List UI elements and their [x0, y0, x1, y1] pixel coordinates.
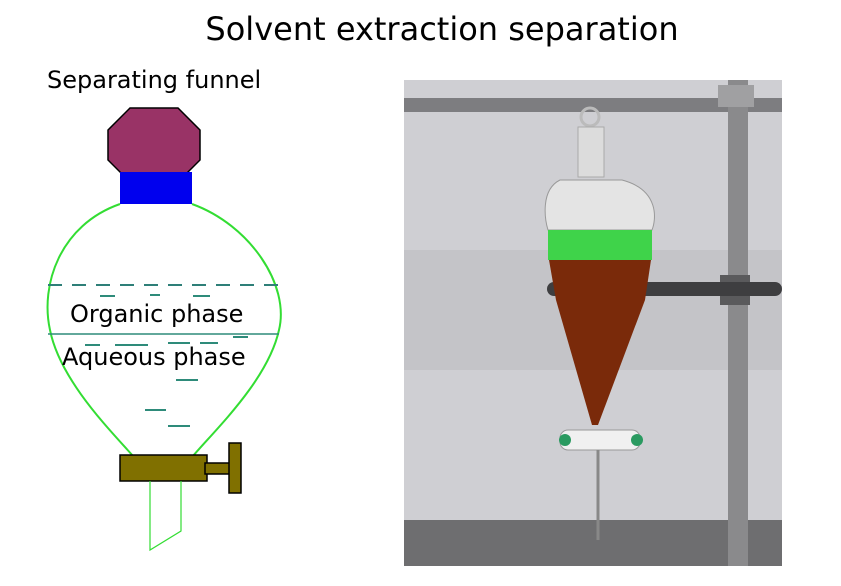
- separating-funnel-photo: [404, 80, 782, 566]
- funnel-stem: [149, 481, 182, 552]
- funnel-neck: [120, 172, 192, 204]
- liquid-ripples: [85, 294, 248, 427]
- funnel-bulb-outline: [46, 203, 282, 457]
- organic-phase-label: Organic phase: [70, 300, 244, 328]
- stopcock-handle: [228, 442, 242, 494]
- slide-title: Solvent extraction separation: [205, 10, 679, 48]
- stopcock-body: [119, 454, 208, 482]
- diagram-label: Separating funnel: [47, 66, 262, 94]
- stopper-octagon: [107, 107, 201, 183]
- aqueous-phase-label: Aqueous phase: [62, 343, 246, 371]
